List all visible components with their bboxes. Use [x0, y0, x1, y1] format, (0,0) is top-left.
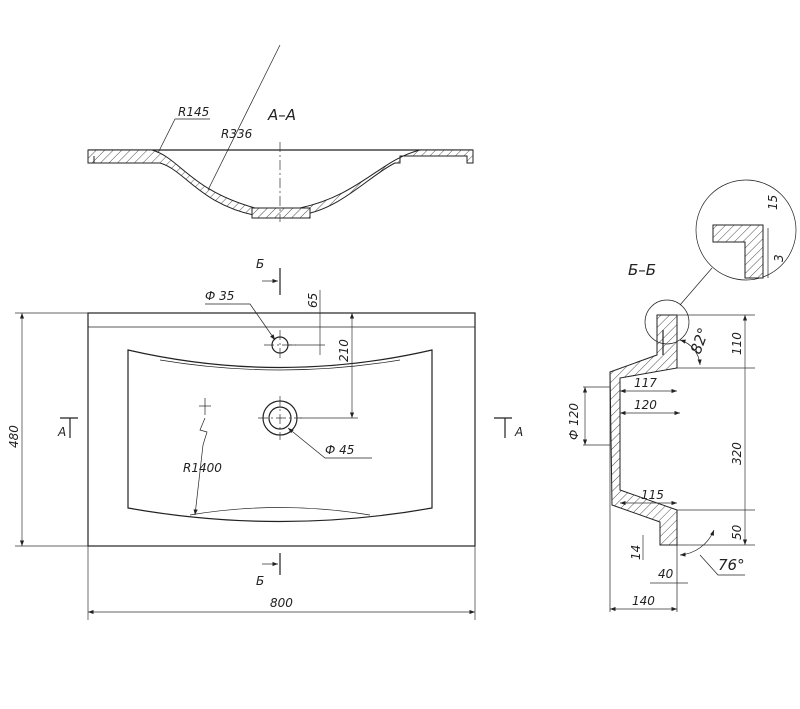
angle-top-label: 82° — [687, 325, 713, 356]
section-mark-b-top: Б — [256, 257, 264, 271]
mid-inner-dim: 120 — [634, 398, 657, 412]
bowl-height-dim: 320 — [730, 442, 744, 465]
radius-r1400-label: R1400 — [183, 461, 222, 475]
section-aa-title: A–A — [267, 106, 296, 124]
drain-diameter-dim: Ф 120 — [567, 403, 581, 440]
radius-r336-label: R336 — [221, 127, 253, 141]
section-mark-a-left: A — [57, 425, 66, 439]
section-mark-a-right: A — [514, 425, 523, 439]
bottom-inner-dim: 115 — [641, 488, 664, 502]
foot-height-dim: 14 — [629, 545, 643, 560]
top-inner-dim: 117 — [634, 376, 657, 390]
foot-width-dim: 40 — [658, 567, 674, 581]
drain-offset-dim: 210 — [337, 339, 351, 362]
faucet-offset-dim: 65 — [306, 293, 320, 308]
width-dim: 800 — [270, 596, 293, 610]
faucet-diameter-label: Ф 35 — [205, 289, 234, 303]
detail-dim-15: 15 — [766, 195, 780, 210]
drain-diameter-label: Ф 45 — [325, 443, 354, 457]
depth-dim: 480 — [7, 425, 21, 448]
detail-circle — [695, 179, 797, 281]
section-bb-title: Б–Б — [628, 261, 656, 279]
angle-bottom-label: 76° — [718, 556, 745, 574]
section-aa: A–A R145 R336 — [87, 44, 474, 222]
plan-view: R1400 Ф 35 Ф 45 65 210 480 800 Б Б A — [7, 257, 523, 620]
detail-dim-3: 3 — [772, 254, 786, 262]
section-mark-b-bottom: Б — [256, 574, 264, 588]
radius-r145-label: R145 — [178, 105, 209, 119]
rim-height-dim: 110 — [730, 332, 744, 355]
section-bb: Б–Б 15 3 110 320 50 117 120 115 Ф 120 14 — [567, 179, 797, 612]
base-height-dim: 50 — [730, 524, 744, 540]
total-width-dim: 140 — [632, 594, 655, 608]
